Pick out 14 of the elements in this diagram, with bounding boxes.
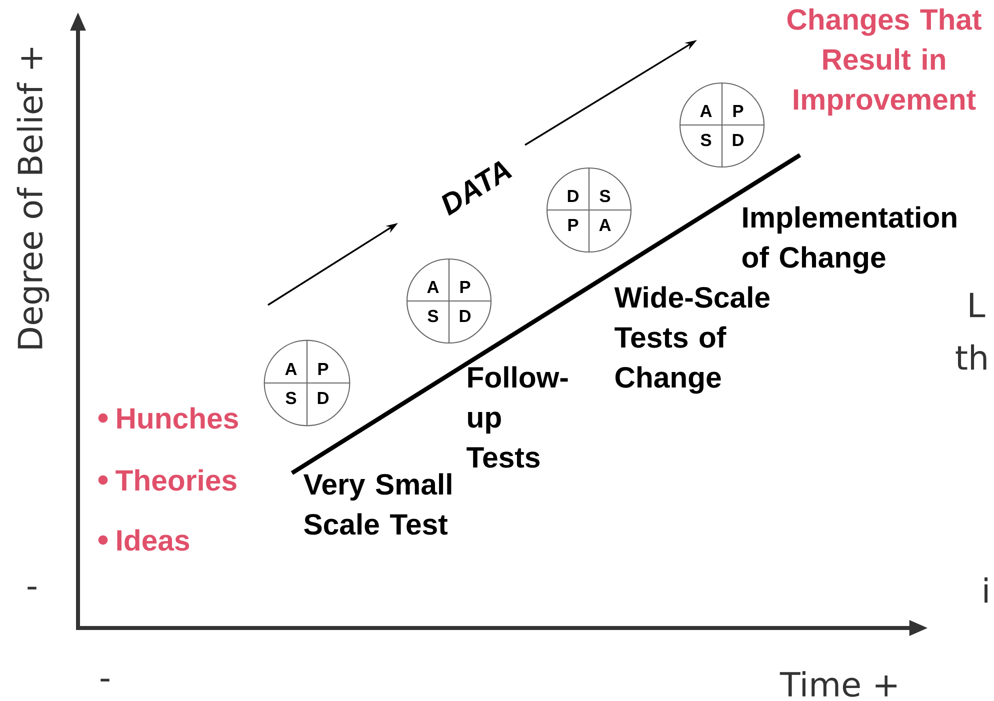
axis-sign: - xyxy=(100,678,110,682)
stage-label: Implementation of Change xyxy=(742,206,956,274)
text-fragment: th xyxy=(956,344,986,370)
text-fragment: i xyxy=(984,577,988,603)
stage-label: Very Small Scale Test xyxy=(303,473,452,535)
bullet-item: Ideas xyxy=(117,529,190,551)
text-fragment: L xyxy=(970,292,986,318)
stage-label: Follow-up Tests xyxy=(466,366,568,468)
outcome-label: Changes That Result in Improvement xyxy=(787,8,982,116)
axis-label: Degree of Belief + xyxy=(16,48,50,348)
stage-label: Wide-Scale Tests of Change xyxy=(614,286,770,394)
bullet-item: Theories xyxy=(116,469,236,491)
axis-label: Time + xyxy=(780,671,897,697)
axis-sign: - xyxy=(28,586,36,590)
